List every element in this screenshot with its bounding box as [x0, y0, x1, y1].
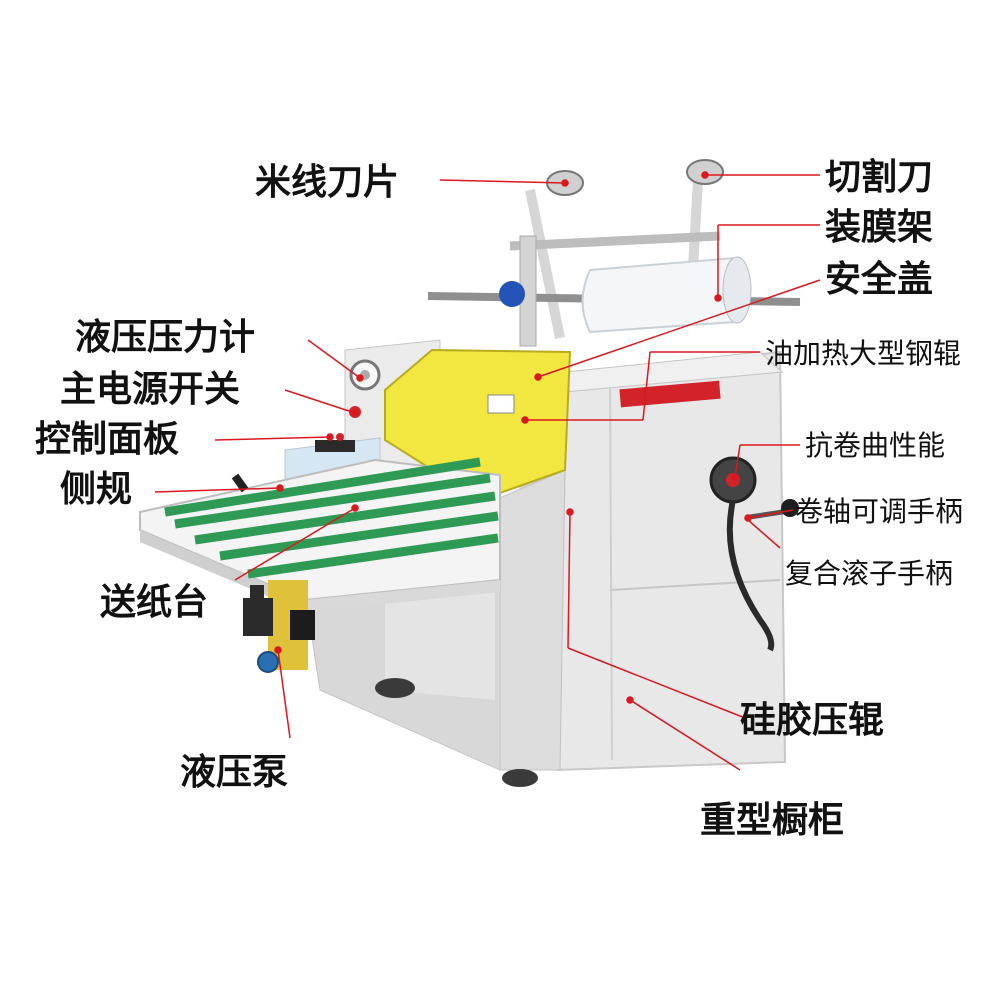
label-anti-curl: 抗卷曲性能	[805, 429, 946, 462]
label-hydraulic-gauge: 液压压力计	[75, 317, 256, 358]
label-blade-perforation: 米线刀片	[255, 162, 400, 203]
film-rack	[427, 159, 801, 347]
label-reel-shaft-handle: 卷轴可调手柄	[795, 495, 964, 528]
label-heavy-cabinet: 重型橱柜	[700, 800, 845, 841]
hydraulic-pump	[243, 580, 315, 673]
label-side-guide: 侧规	[60, 469, 133, 510]
label-silicone-roller: 硅胶压辊	[740, 700, 885, 741]
label-cutter: 切割刀	[825, 157, 934, 198]
label-film-rack: 装膜架	[825, 207, 934, 248]
feed-table	[139, 457, 501, 612]
label-paper-feed-table: 送纸台	[100, 582, 209, 623]
label-oil-heated-roller: 油加热大型钢辊	[765, 337, 962, 370]
label-control-panel: 控制面板	[35, 419, 180, 460]
label-hydraulic-pump: 液压泵	[180, 752, 289, 793]
safety-cover	[384, 348, 572, 502]
label-compound-roller-handle: 复合滚子手柄	[785, 557, 954, 590]
leader-lines	[154, 171, 821, 771]
label-main-power-switch: 主电源开关	[60, 369, 241, 410]
label-safety-cover: 安全盖	[825, 259, 934, 300]
